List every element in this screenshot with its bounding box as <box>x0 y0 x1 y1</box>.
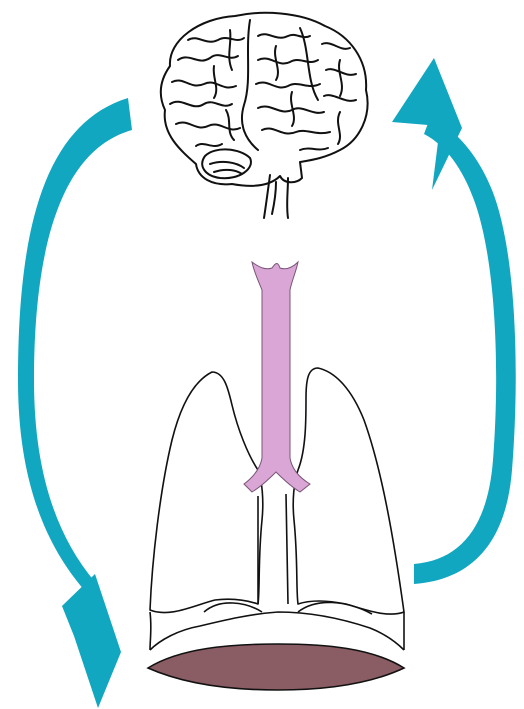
arrow-lungs-to-brain-head <box>392 58 462 190</box>
arrow-lungs-to-brain-shaft <box>414 118 516 584</box>
diaphragm-icon <box>148 644 404 690</box>
brain-icon <box>161 13 368 218</box>
arrow-lungs-to-brain <box>392 58 516 584</box>
arrow-brain-to-diaphragm-head <box>62 574 121 708</box>
arrow-brain-to-diaphragm <box>18 98 132 708</box>
arrow-brain-to-diaphragm-shaft <box>18 98 132 592</box>
trachea-icon <box>244 262 310 492</box>
